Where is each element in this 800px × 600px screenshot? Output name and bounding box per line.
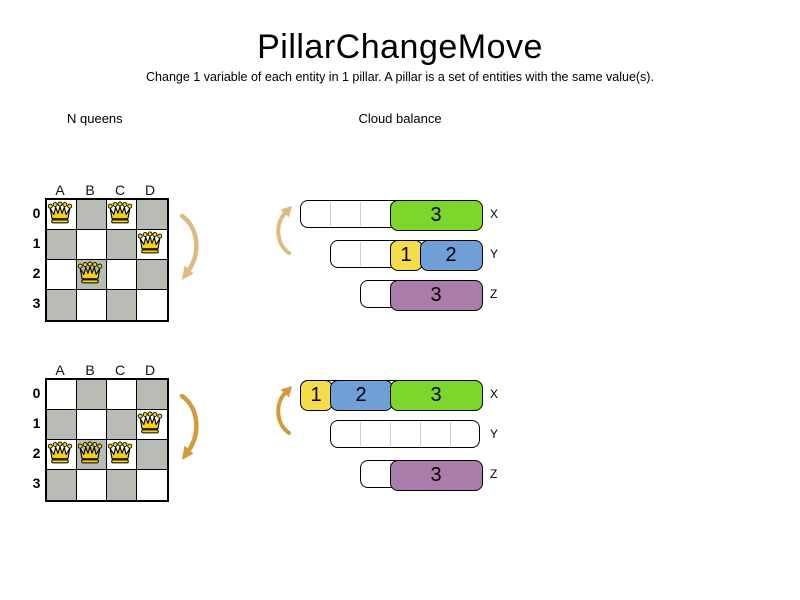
slot-divider: [359, 422, 361, 446]
row-label: 2: [32, 265, 41, 281]
row-label: 1: [32, 415, 41, 431]
process-block: 2: [419, 239, 483, 271]
board-cell: [137, 440, 167, 470]
process-block: 1: [299, 379, 333, 411]
slot-divider: [359, 242, 361, 266]
nqueens-section-label: N queens: [67, 111, 123, 126]
row-label: 0: [32, 385, 41, 401]
chessboard-grid: [45, 378, 169, 502]
slot-divider: [419, 422, 421, 446]
board-cell: [77, 380, 107, 410]
row-label: 3: [32, 295, 41, 311]
board-cell: [77, 470, 107, 500]
computer-label: Z: [490, 287, 498, 301]
queen-icon: [47, 201, 73, 224]
slot-divider: [359, 202, 361, 226]
board-cell: [77, 200, 107, 230]
computer-label: Y: [490, 427, 499, 441]
cloud-move-arrow-up-icon: [276, 386, 292, 435]
computer-label: Z: [490, 467, 498, 481]
queen-icon: [107, 441, 133, 464]
process-block: 3: [389, 199, 483, 231]
column-label: A: [55, 182, 65, 198]
nqueens-board-after: A B C D 0 1 2 3: [30, 363, 190, 505]
board-move-arrow-down-icon: [179, 393, 199, 460]
board-cell: [47, 470, 77, 500]
column-label: D: [144, 362, 156, 378]
board-cell: [47, 260, 77, 290]
board-cell: [77, 410, 107, 440]
nqueens-board-before: A B C D 0 1 2 3: [30, 183, 190, 325]
board-cell: [77, 230, 107, 260]
queen-icon: [77, 441, 103, 464]
board-cell: [137, 380, 167, 410]
column-label: B: [85, 182, 95, 198]
computer-bar: 3: [360, 279, 483, 311]
board-cell: [107, 230, 137, 260]
board-cell: [47, 380, 77, 410]
column-label: C: [114, 362, 126, 378]
board-cell: [107, 290, 137, 320]
row-label: 3: [32, 475, 41, 491]
row-label: 2: [32, 445, 41, 461]
board-move-arrow-down-icon: [179, 213, 199, 280]
board-cell: [107, 260, 137, 290]
process-block: 1: [389, 239, 423, 271]
board-cell: [107, 380, 137, 410]
board-cell: [137, 290, 167, 320]
column-label: C: [114, 182, 126, 198]
row-label: 1: [32, 235, 41, 251]
chessboard-grid: [45, 198, 169, 322]
process-block: 3: [389, 459, 483, 491]
queen-icon: [47, 441, 73, 464]
computer-label: Y: [490, 247, 499, 261]
cloud-balance-section-label: Cloud balance: [358, 111, 442, 126]
board-cell: [137, 470, 167, 500]
queen-icon: [137, 231, 163, 254]
computer-bar: [330, 420, 480, 448]
board-cell: [77, 290, 107, 320]
process-block: 3: [389, 279, 483, 311]
slot-divider: [329, 202, 331, 226]
queen-icon: [107, 201, 133, 224]
computer-bar: 3: [360, 459, 483, 491]
row-label: 0: [32, 205, 41, 221]
column-label: B: [85, 362, 95, 378]
page-title: PillarChangeMove: [257, 28, 543, 66]
queen-icon: [137, 411, 163, 434]
board-cell: [47, 290, 77, 320]
board-cell: [137, 200, 167, 230]
slot-divider: [389, 422, 391, 446]
column-label: A: [55, 362, 65, 378]
page-subtitle: Change 1 variable of each entity in 1 pi…: [146, 70, 654, 84]
queen-icon: [77, 261, 103, 284]
cloud-move-arrow-up-icon: [276, 206, 292, 255]
board-cell: [47, 410, 77, 440]
computer-label: X: [490, 207, 499, 221]
board-cell: [107, 470, 137, 500]
computer-label: X: [490, 387, 499, 401]
column-label: D: [144, 182, 156, 198]
computer-bar: 3: [300, 199, 483, 231]
process-block: 2: [329, 379, 393, 411]
board-cell: [137, 260, 167, 290]
slot-divider: [449, 422, 451, 446]
board-cell: [107, 410, 137, 440]
process-block: 3: [389, 379, 483, 411]
board-cell: [47, 230, 77, 260]
